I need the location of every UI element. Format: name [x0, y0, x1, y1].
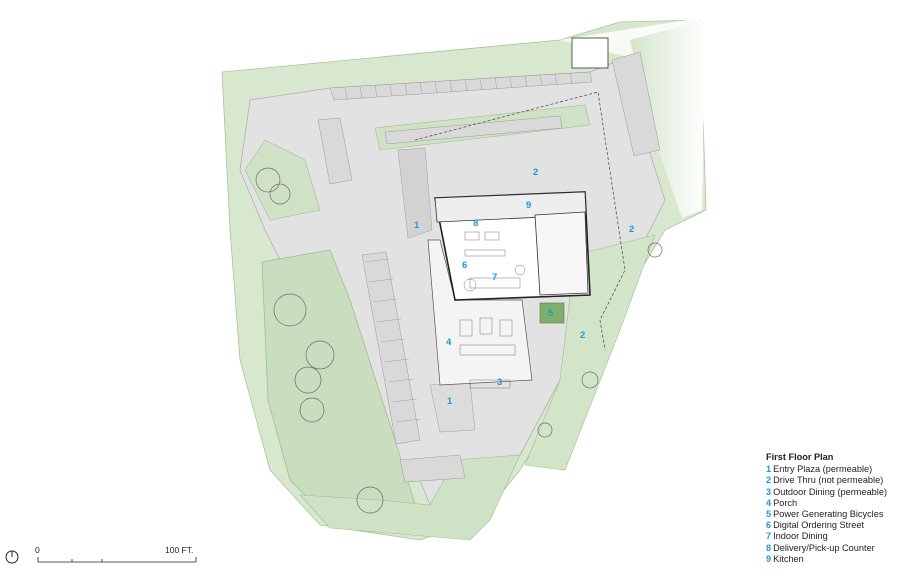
marker-outdoor-dining: 3 [497, 377, 502, 388]
legend-item-number: 6 [766, 520, 772, 531]
building-furniture [459, 231, 526, 389]
legend-item-label: Outdoor Dining (permeable) [773, 486, 888, 497]
east-planter [524, 234, 656, 471]
legend-item-label: Porch [773, 497, 798, 508]
legend-item-label: Entry Plaza (permeable) [773, 464, 873, 475]
service-rooms [534, 211, 589, 296]
parking-north [329, 71, 593, 145]
marker-digital-ordering: 6 [462, 260, 467, 271]
legend-title: First Floor Plan [766, 452, 834, 462]
legend-item-number: 9 [766, 553, 772, 564]
legend-item-number: 4 [766, 497, 772, 508]
legend-item-number: 1 [766, 464, 772, 475]
legend-item-label: Drive Thru (not permeable) [773, 475, 884, 486]
marker-entry-plaza-north: 1 [414, 220, 420, 231]
legend-item-number: 5 [766, 509, 772, 520]
stall-lines [344, 72, 573, 423]
legend-item-number: 2 [766, 475, 772, 486]
marker-delivery-counter: 8 [473, 218, 478, 229]
trees [255, 167, 663, 514]
legend-item-number: 3 [766, 486, 772, 497]
west-lawn-upper [244, 139, 321, 221]
scale-bar [37, 557, 197, 563]
parking-west [317, 117, 466, 483]
porch [427, 239, 533, 386]
marker-bicycles: 5 [548, 308, 554, 319]
marker-drive-thru-north: 2 [533, 167, 538, 178]
marker-kitchen: 9 [526, 200, 531, 211]
drive-thru-lane [414, 91, 626, 351]
marker-drive-thru-east: 2 [629, 224, 634, 235]
marker-drive-thru-south: 2 [580, 330, 585, 341]
legend-item-label: Delivery/Pick-up Counter [773, 542, 875, 553]
entry-plaza-west [397, 147, 433, 239]
legend-item-number: 7 [766, 531, 772, 542]
legend-item-label: Digital Ordering Street [773, 520, 865, 531]
marker-indoor-dining: 7 [492, 272, 497, 283]
legend-item-label: Indoor Dining [773, 531, 828, 542]
legend-item-label: Power Generating Bicycles [773, 509, 884, 520]
legend-item-number: 8 [766, 542, 772, 553]
marker-entry-plaza-south: 1 [447, 396, 453, 407]
northeast-lawn [630, 20, 705, 218]
south-lawn [299, 454, 521, 541]
dumpster-enclosure [571, 37, 609, 69]
bicycle-pad [539, 302, 565, 324]
marker-porch: 4 [446, 337, 452, 348]
legend-item-label: Kitchen [773, 553, 804, 564]
parking-east [611, 51, 661, 157]
